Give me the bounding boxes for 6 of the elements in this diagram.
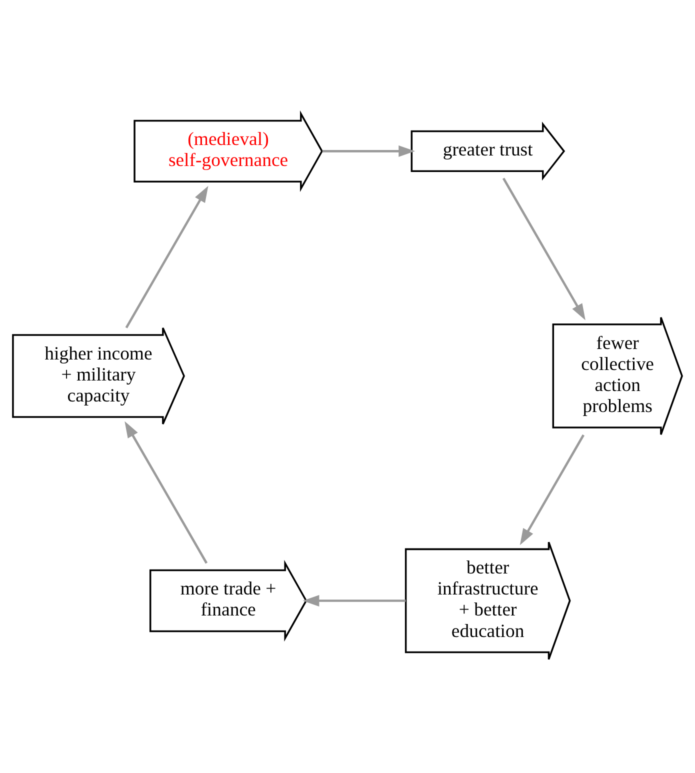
arrow: [302, 594, 406, 606]
arrow: [502, 178, 586, 320]
arrow: [125, 186, 208, 328]
arrow: [124, 421, 208, 564]
arrow: [322, 145, 416, 157]
arrow: [520, 434, 585, 546]
